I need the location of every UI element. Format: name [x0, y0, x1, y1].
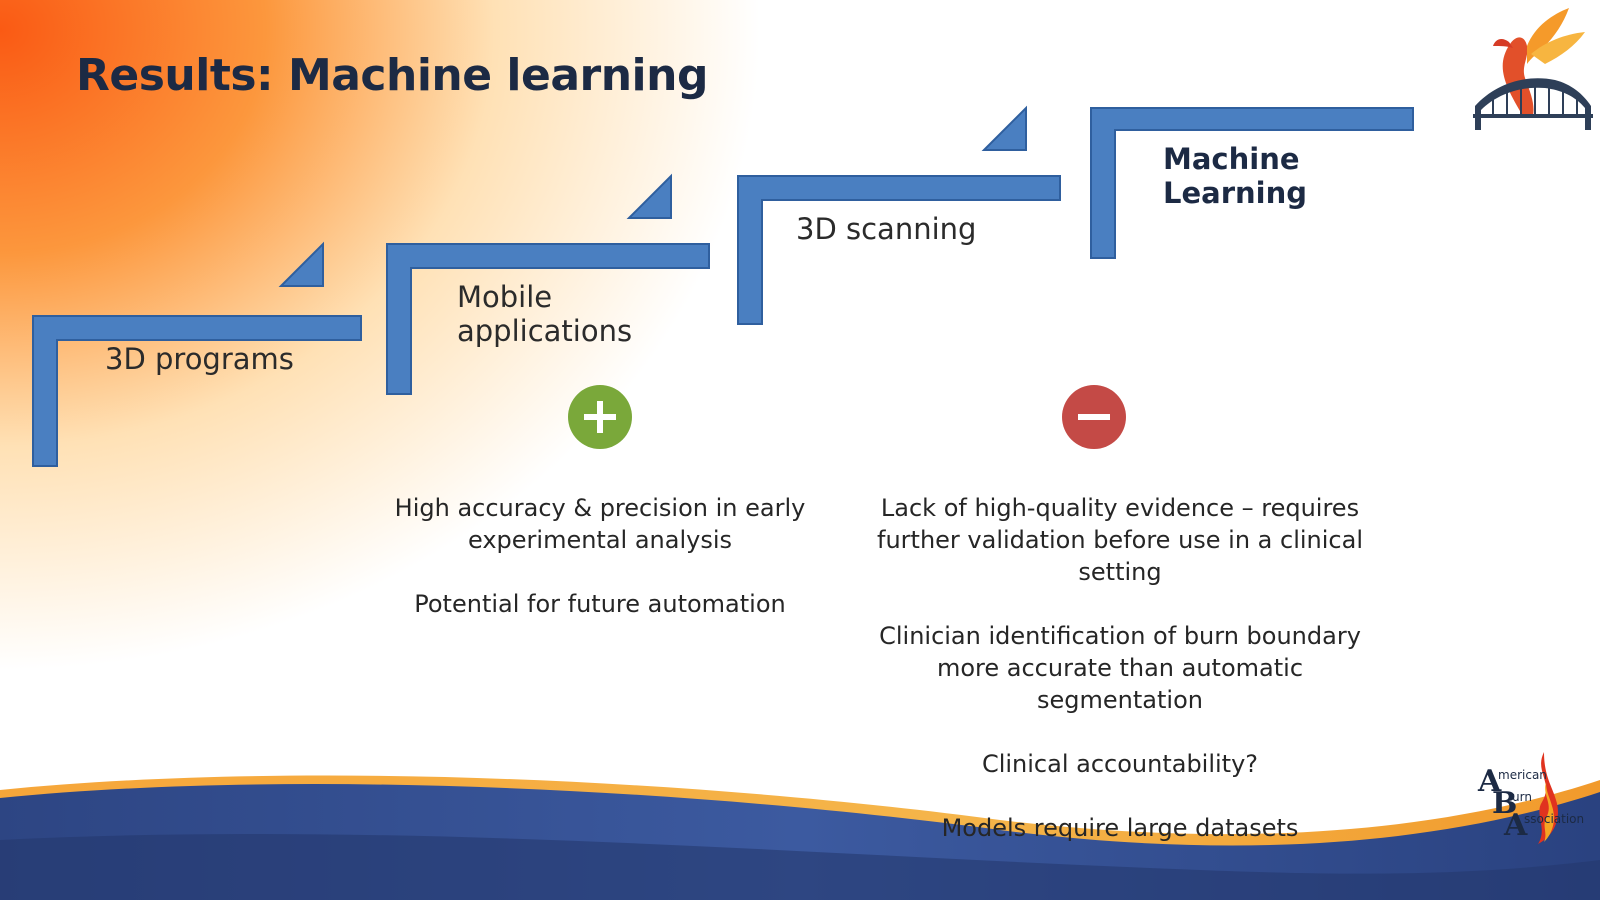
step-bracket-shape [737, 105, 1061, 325]
step-label-line2: Learning [1163, 176, 1308, 210]
phoenix-bridge-logo-icon [1473, 8, 1593, 130]
step-machine-learning: Machine Learning [1090, 106, 1421, 262]
cons-item: Clinical accountability? [981, 750, 1259, 778]
aba-letter-a2: A [1504, 808, 1528, 843]
flame-icon [1538, 752, 1558, 844]
pros-item: Potential for future automation [414, 590, 786, 618]
cons-list: Lack of high-quality evidence – requires… [860, 492, 1380, 876]
pros-item: High accuracy & precision in early exper… [394, 494, 806, 554]
plus-icon [568, 385, 632, 449]
step-label: 3D scanning [796, 212, 977, 246]
step-label-line1: Machine [1163, 142, 1300, 176]
minus-icon [1062, 385, 1126, 449]
step-label-line2: applications [457, 314, 633, 348]
aba-letter-a: A [1478, 764, 1502, 799]
bottom-wave-decoration [0, 775, 1600, 900]
step-label: 3D programs [105, 342, 294, 376]
american-burn-association-logo: A B A merican urn ssociation [1478, 752, 1600, 847]
aba-text-line1: merican [1498, 768, 1547, 782]
aba-text-line3: ssociation [1524, 812, 1585, 826]
aba-text-line2: urn [1512, 790, 1532, 804]
step-bracket-shape [386, 173, 710, 395]
slide-title: Results: Machine learning [76, 50, 708, 101]
cons-item: Clinician identification of burn boundar… [879, 622, 1361, 714]
step-label-line1: Mobile [457, 280, 553, 314]
step-bracket-shape [1090, 107, 1414, 259]
pros-list: High accuracy & precision in early exper… [370, 492, 830, 652]
step-3d-programs: 3D programs [32, 241, 363, 467]
step-bracket-shape [32, 241, 362, 467]
step-mobile-applications: Mobile applications [386, 173, 717, 398]
cons-item: Models require large datasets [941, 814, 1299, 842]
cons-item: Lack of high-quality evidence – requires… [877, 494, 1363, 586]
step-3d-scanning: 3D scanning [737, 105, 1068, 328]
aba-letter-b: B [1492, 786, 1518, 821]
